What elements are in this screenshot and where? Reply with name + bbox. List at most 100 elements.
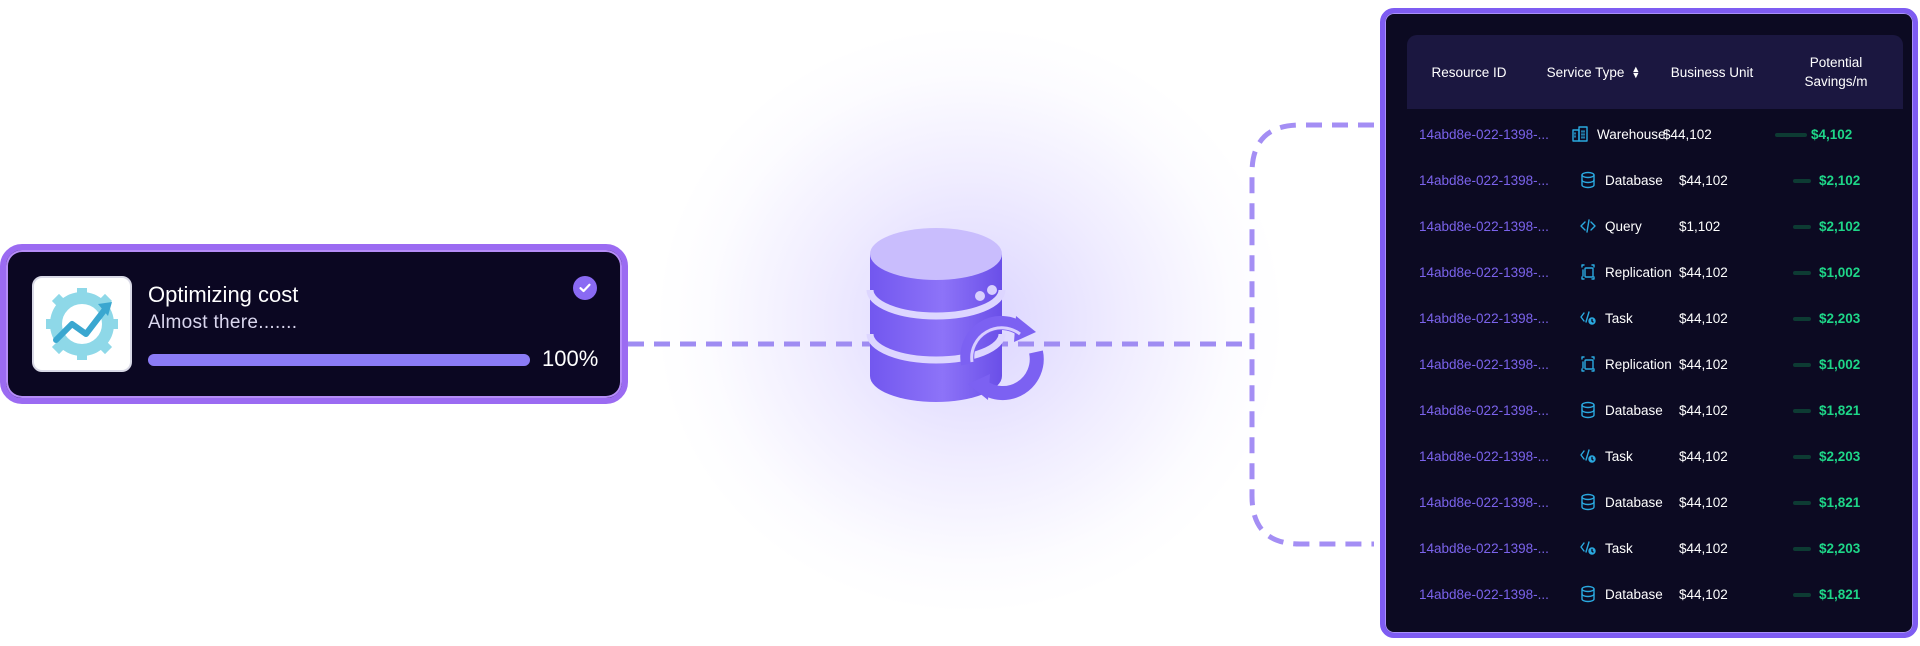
business-unit-cell: $44,102 (1679, 540, 1728, 556)
service-type-label: Query (1605, 218, 1642, 234)
resource-id-link[interactable]: 14abd8e-022-1398-... (1419, 172, 1549, 188)
service-type-label: Task (1605, 448, 1633, 464)
column-label: Resource ID (1431, 64, 1507, 80)
table-row[interactable]: 14abd8e-022-1398-... Database $44,102 $1,82… (1407, 387, 1903, 433)
database-icon (1579, 493, 1605, 511)
resource-id-link[interactable]: 14abd8e-022-1398-... (1419, 218, 1549, 234)
resource-id-link[interactable]: 14abd8e-022-1398-... (1419, 494, 1549, 510)
table-row[interactable]: 14abd8e-022-1398-...Database$44,102$2,10… (1407, 157, 1903, 203)
potential-savings-value: $2,203 (1819, 310, 1861, 326)
table-row[interactable]: 14abd8e-022-1398-... Replication $44,102 $1… (1407, 341, 1903, 387)
potential-savings-value: $1,821 (1819, 494, 1861, 510)
service-type-cell: Task (1579, 525, 1633, 571)
column-label: Potential Savings/m (1804, 55, 1868, 89)
resource-id-link[interactable]: 14abd8e-022-1398-... (1419, 126, 1549, 142)
database-icon (1579, 401, 1605, 419)
savings-mini-bar (1793, 547, 1811, 551)
column-header-potential-savings[interactable]: Potential Savings/m (1769, 35, 1903, 109)
potential-savings-value: $1,002 (1819, 356, 1861, 372)
table-header: Resource ID Service Type ▲▼ Business Uni… (1407, 35, 1903, 109)
savings-mini-bar (1793, 409, 1811, 413)
resource-id-link[interactable]: 14abd8e-022-1398-... (1419, 448, 1549, 464)
potential-savings-value: $2,102 (1819, 172, 1861, 188)
column-header-business-unit[interactable]: Business Unit (1655, 35, 1769, 109)
table-row[interactable]: 14abd8e-022-1398-... Task $44,102 $2,203 (1407, 295, 1903, 341)
service-type-cell: Database (1579, 571, 1663, 617)
progress-bar (148, 354, 530, 366)
card-title: Optimizing cost (148, 282, 299, 307)
table-row[interactable]: 14abd8e-022-1398-... Task $44,102 $2,203 (1407, 525, 1903, 571)
potential-savings-value: $1,821 (1819, 586, 1861, 602)
warehouse-icon (1571, 125, 1597, 143)
progress-percent: 100% (542, 346, 599, 371)
service-type-cell: Query (1579, 203, 1642, 249)
gear-chart-icon (32, 276, 132, 372)
savings-mini-bar (1793, 501, 1811, 505)
service-type-cell: Task (1579, 295, 1633, 341)
table-row[interactable]: 14abd8e-022-1398-... Replication $44,102 $1… (1407, 249, 1903, 295)
business-unit-cell: $44,102 (1679, 264, 1728, 280)
service-type-label: Task (1605, 540, 1633, 556)
potential-savings-value: $1,821 (1819, 402, 1861, 418)
check-circle-icon (573, 276, 597, 300)
replication-icon (1579, 355, 1605, 373)
optimizing-cost-card: Optimizing cost Almost there....... 100% (0, 244, 628, 404)
task-icon (1579, 309, 1605, 327)
database-icon (1579, 171, 1605, 189)
service-type-label: Database (1605, 586, 1663, 602)
service-type-cell: Replication (1579, 341, 1672, 387)
progress-bar-fill (148, 354, 530, 366)
service-type-label: Warehouse (1597, 126, 1666, 142)
service-type-label: Database (1605, 494, 1663, 510)
service-type-cell: Replication (1579, 249, 1672, 295)
savings-mini-bar (1793, 317, 1811, 321)
card-subtitle: Almost there....... (148, 312, 298, 333)
potential-savings-value: $1,002 (1819, 264, 1861, 280)
service-type-label: Replication (1605, 264, 1672, 280)
business-unit-cell: $44,102 (1679, 494, 1728, 510)
service-type-label: Database (1605, 402, 1663, 418)
business-unit-cell: $1,102 (1679, 218, 1721, 234)
table-row[interactable]: 14abd8e-022-1398-...Warehouse$44,102$4,1… (1407, 111, 1903, 157)
column-header-service-type[interactable]: Service Type ▲▼ (1531, 35, 1655, 109)
potential-savings-value: $2,203 (1819, 540, 1861, 556)
code-icon (1579, 217, 1605, 235)
table-row[interactable]: 14abd8e-022-1398-... Query $1,102 $2,102 (1407, 203, 1903, 249)
table-row[interactable]: 14abd8e-022-1398-... Database $44,102 $1,82… (1407, 479, 1903, 525)
table-row[interactable]: 14abd8e-022-1398-... Task $44,102 $2,203 (1407, 433, 1903, 479)
database-refresh-icon (862, 226, 1062, 416)
resource-id-link[interactable]: 14abd8e-022-1398-... (1419, 264, 1549, 280)
service-type-label: Replication (1605, 356, 1672, 372)
database-icon (1579, 585, 1605, 603)
business-unit-cell: $44,102 (1679, 402, 1728, 418)
column-label: Service Type (1546, 64, 1625, 80)
business-unit-cell: $44,102 (1679, 310, 1728, 326)
sort-icon[interactable]: ▲▼ (1631, 64, 1641, 80)
savings-mini-bar (1793, 455, 1811, 459)
resource-id-link[interactable]: 14abd8e-022-1398-... (1419, 586, 1549, 602)
business-unit-cell: $44,102 (1663, 126, 1712, 142)
service-type-label: Task (1605, 310, 1633, 326)
savings-mini-bar (1793, 179, 1811, 183)
task-icon (1579, 539, 1605, 557)
potential-savings-value: $2,203 (1819, 448, 1861, 464)
resource-id-link[interactable]: 14abd8e-022-1398-... (1419, 402, 1549, 418)
table-row[interactable]: 14abd8e-022-1398-... Database $44,102 $1,82… (1407, 571, 1903, 617)
column-header-resource-id[interactable]: Resource ID (1407, 35, 1531, 109)
savings-mini-bar (1793, 225, 1811, 229)
savings-mini-bar (1775, 133, 1807, 137)
resource-id-link[interactable]: 14abd8e-022-1398-... (1419, 356, 1549, 372)
service-type-cell: Warehouse (1571, 111, 1666, 157)
task-icon (1579, 447, 1605, 465)
service-type-cell: Task (1579, 433, 1633, 479)
business-unit-cell: $44,102 (1679, 586, 1728, 602)
savings-mini-bar (1793, 593, 1811, 597)
potential-savings-value: $2,102 (1819, 218, 1861, 234)
resource-id-link[interactable]: 14abd8e-022-1398-... (1419, 310, 1549, 326)
service-type-cell: Database (1579, 387, 1663, 433)
column-label: Business Unit (1670, 64, 1754, 80)
business-unit-cell: $44,102 (1679, 448, 1728, 464)
savings-mini-bar (1793, 363, 1811, 367)
resource-id-link[interactable]: 14abd8e-022-1398-... (1419, 540, 1549, 556)
business-unit-cell: $44,102 (1679, 356, 1728, 372)
